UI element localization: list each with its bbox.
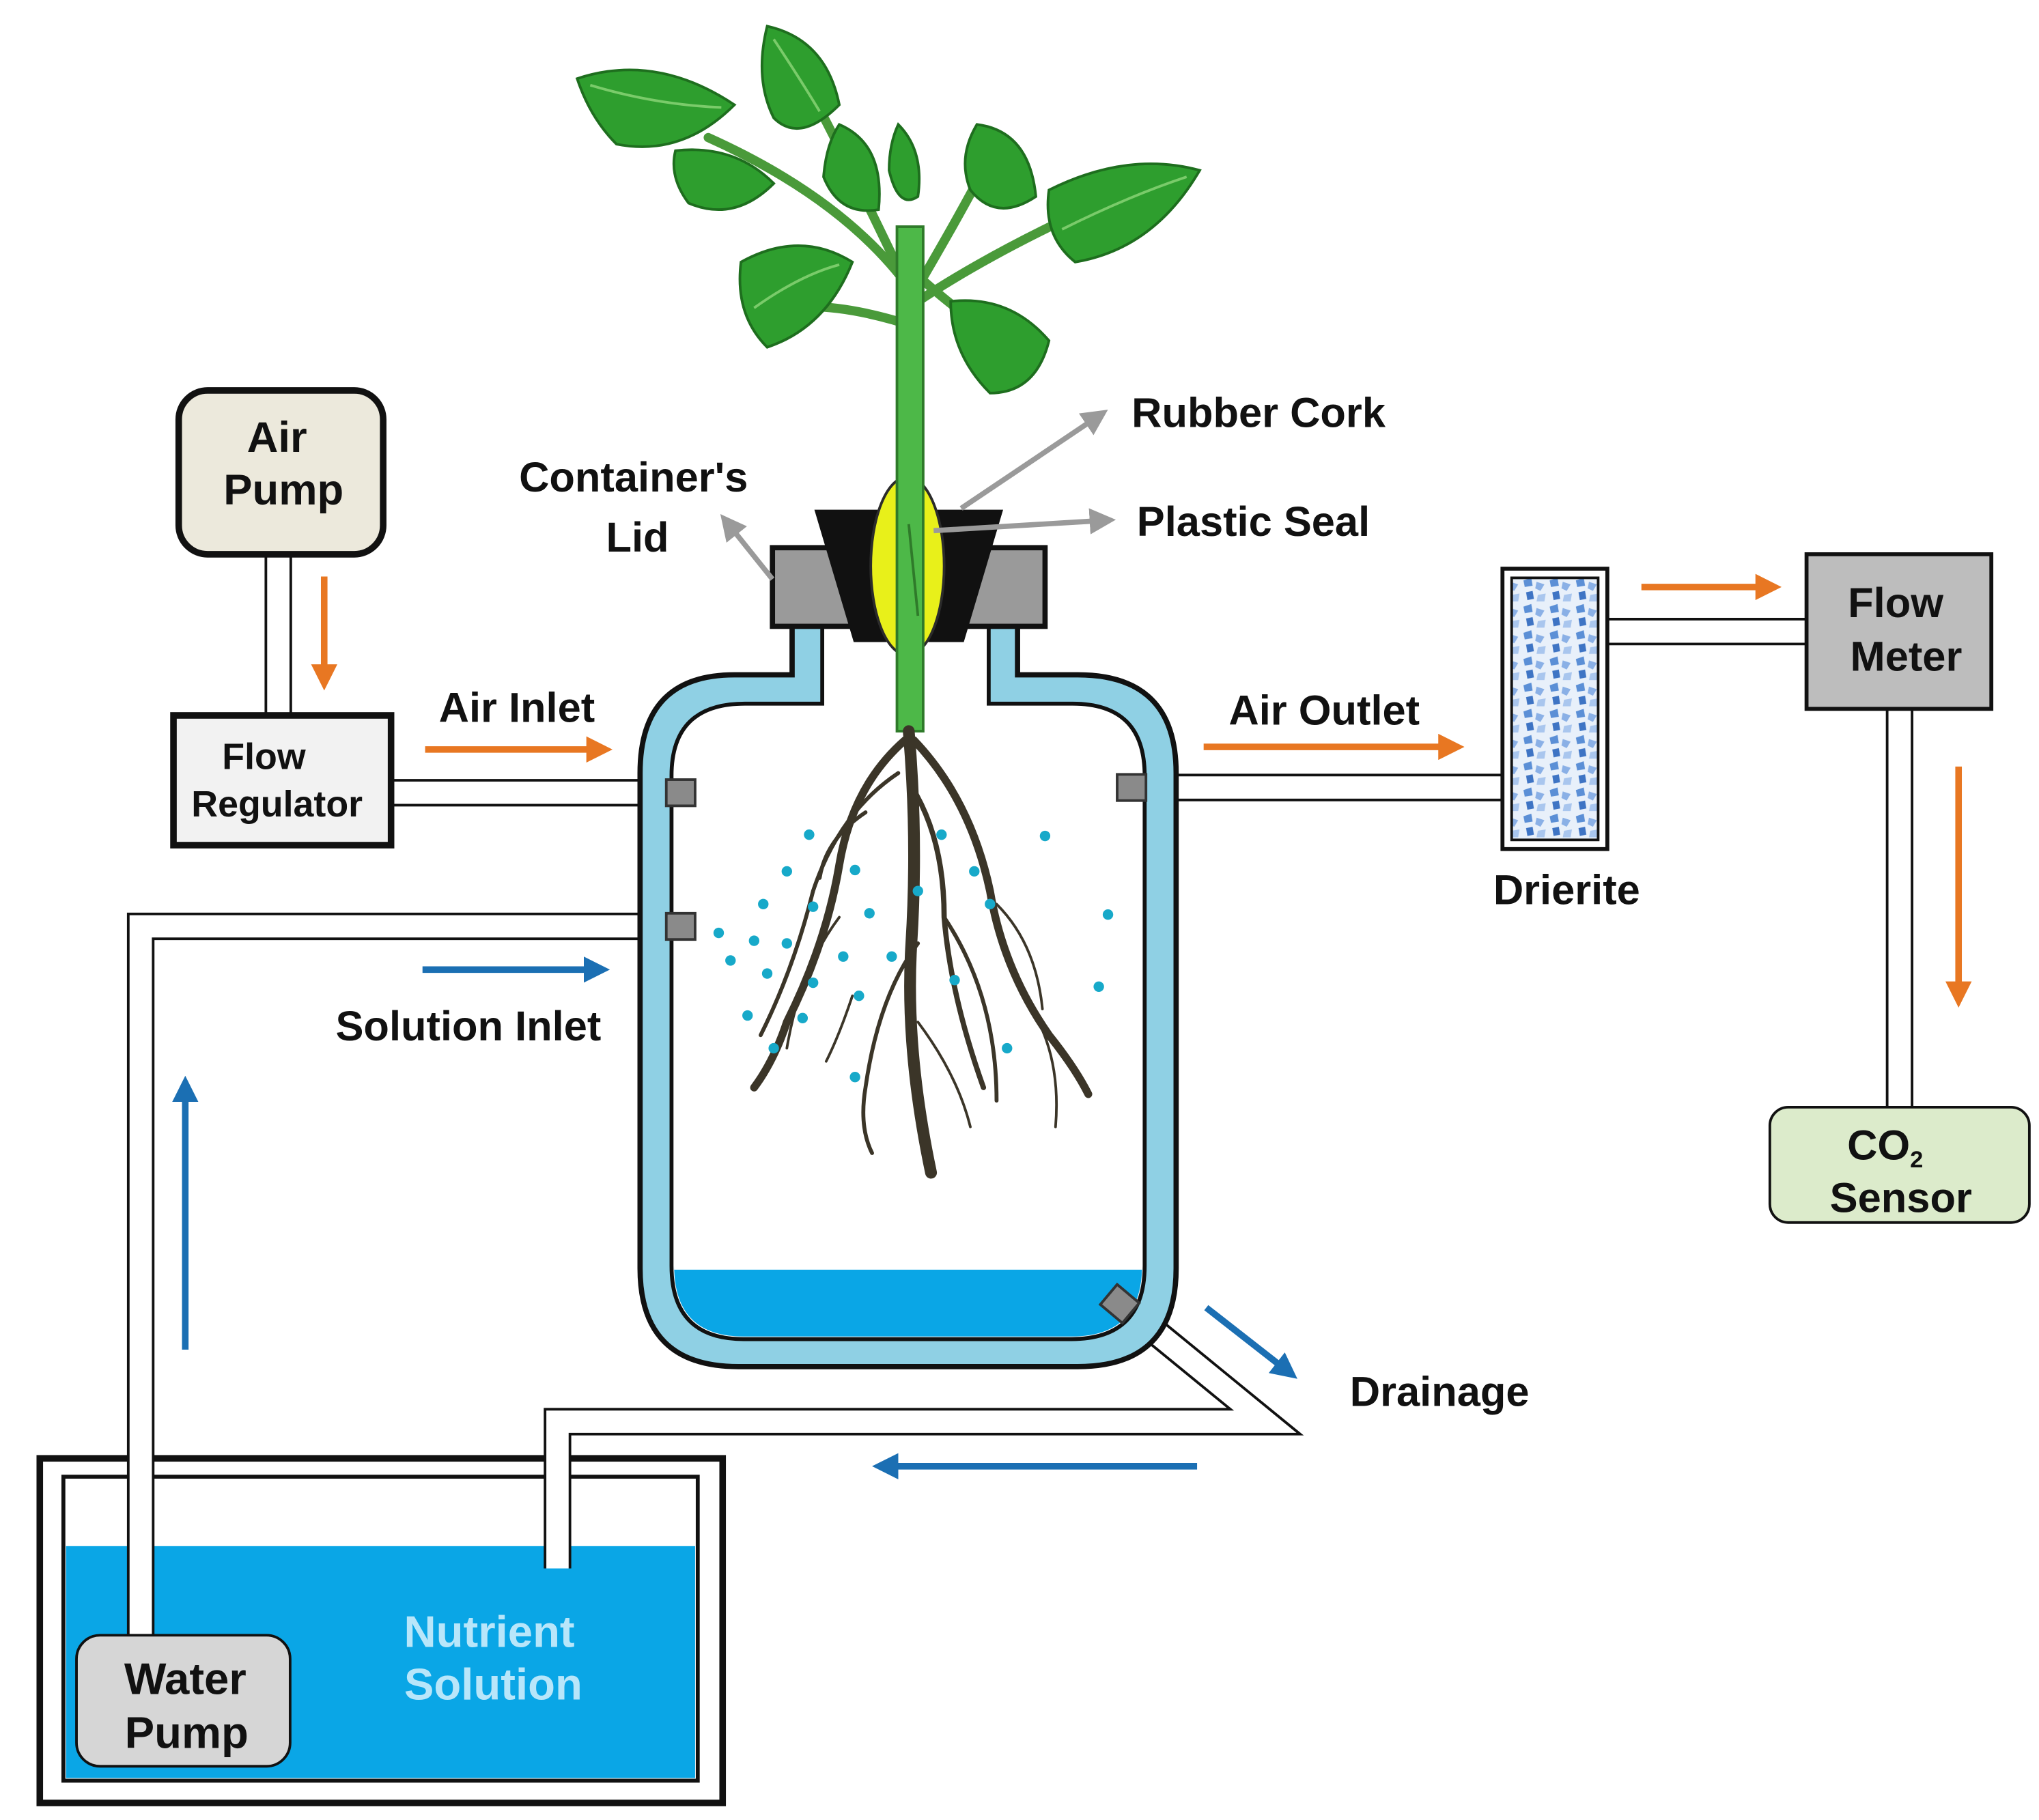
container-solution <box>674 1266 1142 1337</box>
nutrient-solution-label-line1: Nutrient <box>404 1607 575 1657</box>
valve-fitting-icon <box>664 773 1148 1325</box>
air-inlet-label: Air Inlet <box>439 685 595 732</box>
drierite-label: Drierite <box>1493 866 1640 913</box>
rubber-cork-label: Rubber Cork <box>1131 390 1386 437</box>
nutrient-solution-label-line2: Solution <box>404 1659 582 1709</box>
containers-lid-label-line2: Lid <box>606 514 669 561</box>
stem <box>895 225 925 733</box>
flow-regulator <box>170 712 395 849</box>
air-pump-label-line2: Pump <box>223 466 343 514</box>
roots-icon <box>750 725 1093 1179</box>
water-flow-arrows <box>172 956 1297 1479</box>
drierite-granules-icon <box>1510 576 1600 842</box>
flow-meter <box>1804 552 1994 711</box>
cork-pointer <box>959 410 1108 511</box>
flow-meter-label-line1: Flow <box>1848 580 1943 627</box>
water-pump-label-line1: Water <box>124 1654 247 1704</box>
solution-inlet-label: Solution Inlet <box>335 1003 601 1050</box>
air-flow-arrows <box>311 573 1972 1008</box>
flow-meter-label-line2: Meter <box>1851 634 1963 681</box>
water-pump-label-line2: Pump <box>125 1707 249 1757</box>
seal-pointer <box>933 508 1116 535</box>
text-labels: Air Pump Flow Regulator Air Inlet Contai… <box>124 390 1972 1758</box>
co2-sensor-label-line2: Sensor <box>1830 1174 1972 1221</box>
air-outlet-label: Air Outlet <box>1228 687 1420 734</box>
nutrient-droplets-icon <box>713 829 1114 1083</box>
drierite-column <box>1500 567 1609 851</box>
co2-sensor <box>1768 1105 2031 1224</box>
plastic-seal-label: Plastic Seal <box>1137 498 1370 545</box>
air-pump-label-line1: Air <box>247 414 307 461</box>
containers-lid-label-line1: Container's <box>519 454 748 501</box>
label-pointer-arrows <box>720 410 1116 581</box>
tomato-plant-icon <box>575 25 1202 733</box>
lid-pointer <box>720 513 775 581</box>
co2-sensor-label-line1: CO2 <box>1847 1122 1923 1174</box>
pipes <box>126 550 1914 1641</box>
drainage-label: Drainage <box>1350 1368 1530 1415</box>
water-pump <box>75 1634 292 1768</box>
air-pump <box>175 387 386 558</box>
flow-regulator-label-line2: Regulator <box>191 784 363 825</box>
water-arrow-drain <box>1204 1305 1297 1379</box>
flow-regulator-label-line1: Flow <box>222 737 306 778</box>
